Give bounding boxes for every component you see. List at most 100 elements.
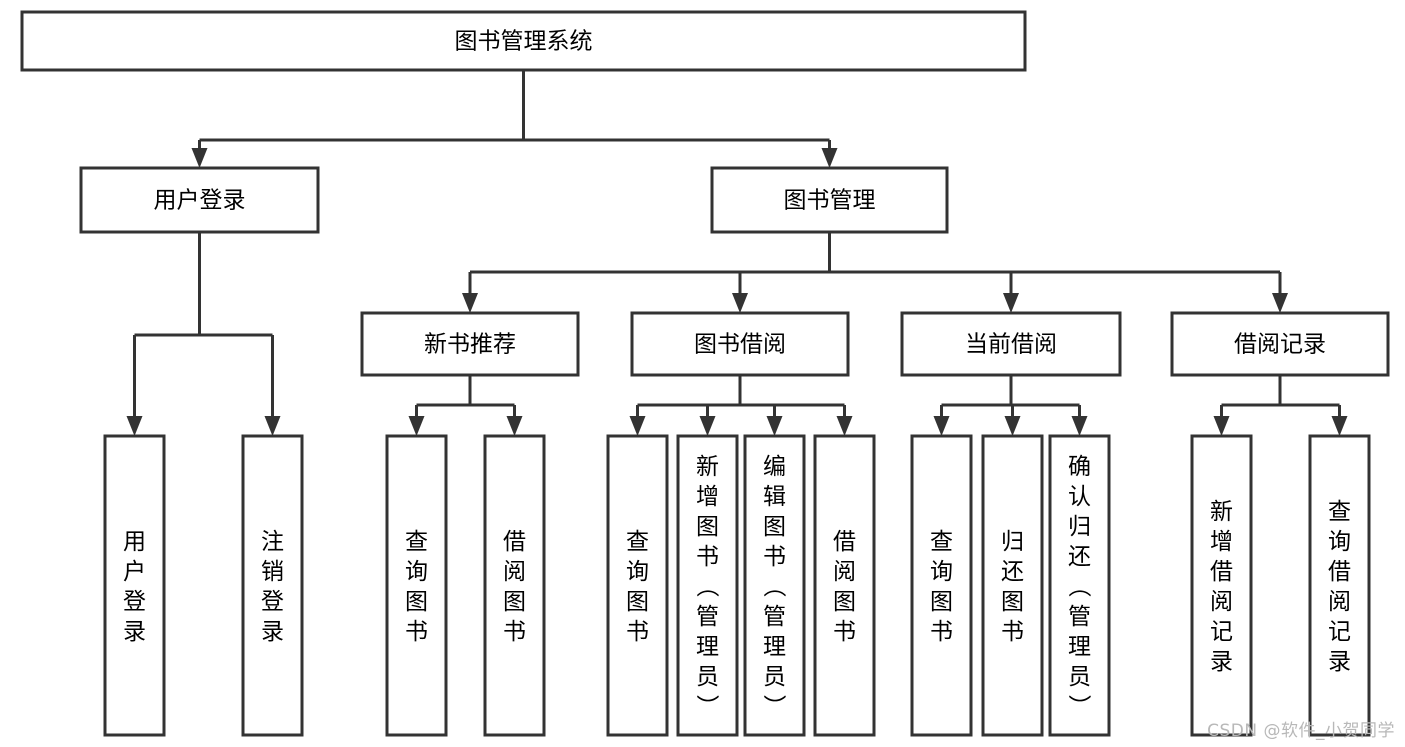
svg-text:录: 录 — [261, 619, 284, 645]
svg-text:图: 图 — [626, 589, 649, 615]
svg-text:查: 查 — [626, 529, 649, 555]
svg-text:询: 询 — [626, 559, 649, 585]
node-box-leaf-rec-query — [1308, 434, 1371, 737]
node-box-borrow — [630, 311, 850, 377]
node-bookmgmt[interactable]: 图书管理 — [710, 166, 949, 234]
svg-text:书: 书 — [405, 619, 428, 645]
node-newbook[interactable]: 新书推荐 — [360, 311, 580, 377]
svg-text:（: （ — [694, 574, 720, 597]
svg-text:书: 书 — [626, 619, 649, 645]
node-box-login — [79, 166, 320, 234]
svg-text:还: 还 — [1068, 544, 1091, 570]
node-label-login: 用户登录 — [154, 188, 246, 214]
arrow-head-leaf-nb-query — [408, 416, 425, 436]
svg-text:书: 书 — [930, 619, 953, 645]
arrow-head-leaf-bk-query — [629, 416, 646, 436]
svg-text:理: 理 — [763, 634, 786, 660]
svg-text:）: ） — [761, 694, 787, 717]
arrow-head-leaf-bk-borrow — [836, 416, 853, 436]
svg-text:理: 理 — [696, 634, 719, 660]
node-current[interactable]: 当前借阅 — [900, 311, 1122, 377]
node-label-bookmgmt: 图书管理 — [784, 188, 876, 214]
node-root[interactable]: 图书管理系统 — [20, 10, 1027, 72]
node-label-root: 图书管理系统 — [455, 29, 593, 55]
node-box-newbook — [360, 311, 580, 377]
svg-text:询: 询 — [405, 559, 428, 585]
svg-text:员: 员 — [763, 664, 786, 690]
svg-text:记: 记 — [1210, 619, 1233, 645]
svg-text:辑: 辑 — [763, 484, 786, 510]
node-box-leaf-bk-edit — [743, 434, 806, 737]
svg-text:认: 认 — [1068, 484, 1091, 510]
svg-text:阅: 阅 — [503, 559, 526, 585]
svg-text:书: 书 — [763, 544, 786, 570]
svg-text:查: 查 — [1328, 499, 1351, 525]
node-borrow[interactable]: 图书借阅 — [630, 311, 850, 377]
svg-text:录: 录 — [1210, 649, 1233, 675]
node-box-leaf-cur-return — [981, 434, 1044, 737]
node-box-bookmgmt — [710, 166, 949, 234]
svg-text:（: （ — [761, 574, 787, 597]
svg-text:增: 增 — [696, 484, 719, 510]
svg-text:编: 编 — [763, 454, 786, 480]
svg-text:确: 确 — [1068, 454, 1091, 480]
svg-text:图: 图 — [405, 589, 428, 615]
svg-text:借: 借 — [1328, 559, 1351, 585]
arrow-head-bookmgmt — [821, 148, 838, 168]
node-record[interactable]: 借阅记录 — [1170, 311, 1390, 377]
svg-text:书: 书 — [833, 619, 856, 645]
arrow-head-leaf-rec-add — [1213, 416, 1230, 436]
svg-text:录: 录 — [1328, 649, 1351, 675]
node-box-leaf-user-login — [103, 434, 166, 737]
svg-text:归: 归 — [1068, 514, 1091, 540]
svg-text:图: 图 — [1001, 589, 1024, 615]
node-box-record — [1170, 311, 1390, 377]
svg-text:图: 图 — [763, 514, 786, 540]
node-box-leaf-rec-add — [1190, 434, 1253, 737]
node-box-leaf-cur-confirm — [1048, 434, 1111, 737]
svg-text:借: 借 — [833, 529, 856, 555]
arrow-head-record — [1272, 293, 1288, 313]
arrow-head-leaf-user-login — [126, 416, 143, 436]
node-login[interactable]: 用户登录 — [79, 166, 320, 234]
svg-text:新: 新 — [1210, 499, 1233, 525]
svg-text:销: 销 — [261, 559, 284, 585]
arrow-head-leaf-rec-query — [1331, 416, 1348, 436]
svg-text:阅: 阅 — [1328, 589, 1351, 615]
svg-text:借: 借 — [1210, 559, 1233, 585]
node-label-record: 借阅记录 — [1234, 332, 1326, 358]
node-box-leaf-logout — [241, 434, 304, 737]
node-box-leaf-bk-add — [676, 434, 739, 737]
svg-text:登: 登 — [261, 589, 284, 615]
arrow-head-current — [1003, 293, 1019, 313]
svg-text:户: 户 — [123, 559, 146, 585]
svg-text:书: 书 — [503, 619, 526, 645]
arrow-head-leaf-cur-return — [1004, 416, 1021, 436]
svg-text:阅: 阅 — [833, 559, 856, 585]
svg-text:归: 归 — [1001, 529, 1024, 555]
svg-text:增: 增 — [1210, 529, 1233, 555]
svg-text:图: 图 — [503, 589, 526, 615]
node-leaf-user-login[interactable]: 用户登录 — [103, 434, 166, 737]
svg-text:管: 管 — [696, 604, 719, 630]
